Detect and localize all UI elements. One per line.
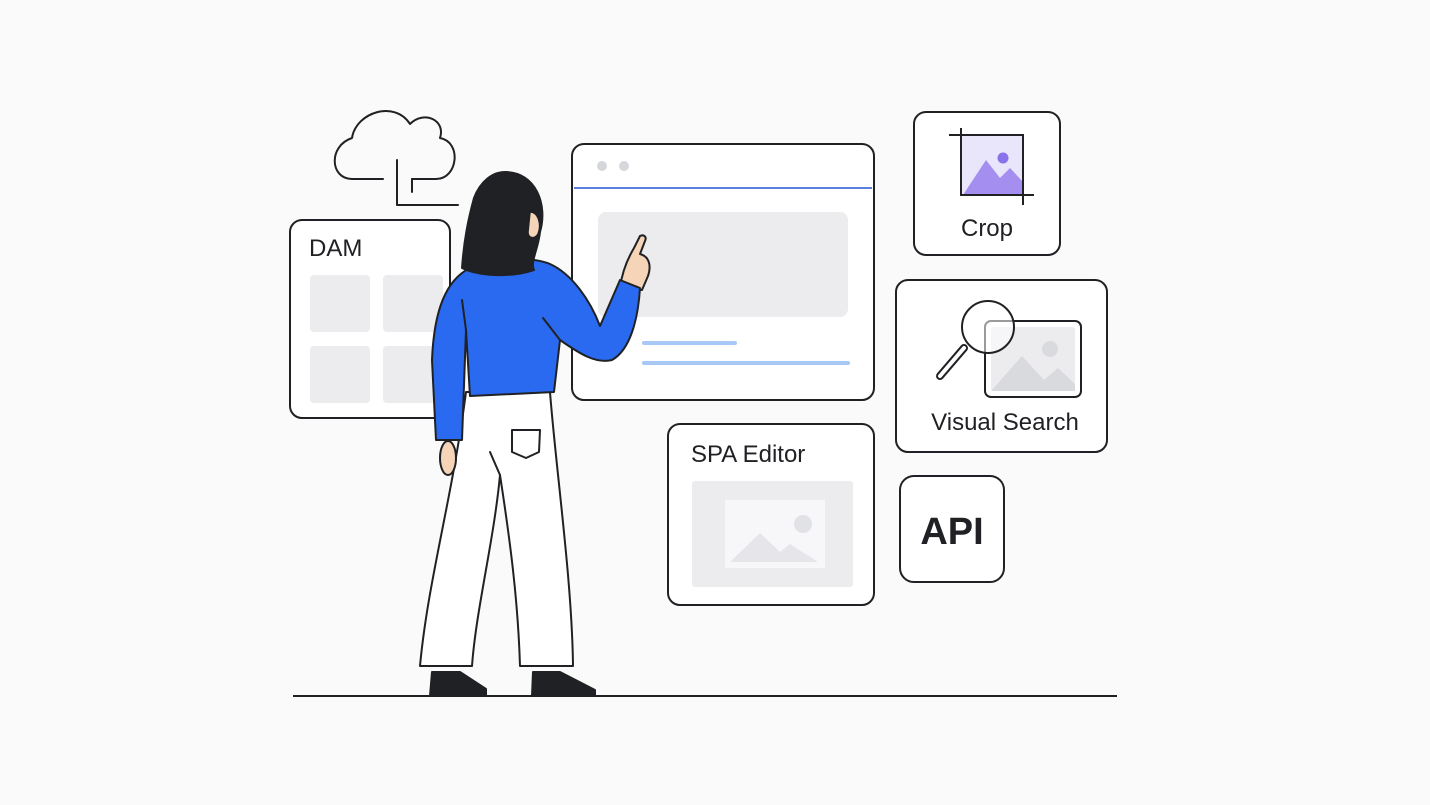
- pointing-hand: [619, 234, 651, 291]
- visual-search-card[interactable]: Visual Search: [895, 279, 1108, 453]
- ear: [527, 211, 541, 239]
- crop-card[interactable]: Crop: [913, 111, 1061, 256]
- sweater: [431, 258, 641, 441]
- visual-search-card-label: Visual Search: [931, 409, 1079, 436]
- person-figure: [419, 171, 651, 697]
- crop-icon: [949, 128, 1034, 205]
- magnifier-icon: [936, 300, 1015, 380]
- pocket: [511, 429, 541, 459]
- cloud-upload-icon: [333, 110, 459, 206]
- dam-thumbnail: [383, 346, 443, 403]
- spa-editor-card-label: SPA Editor: [691, 441, 805, 468]
- shoe: [531, 671, 596, 697]
- hand: [439, 440, 457, 476]
- dam-card-label: DAM: [309, 235, 362, 262]
- hair: [461, 171, 544, 277]
- dam-thumbnail: [310, 346, 370, 403]
- window-content-block: [598, 212, 848, 317]
- image-placeholder-icon: [725, 500, 825, 568]
- window-dot: [619, 161, 629, 171]
- dam-thumbnail: [383, 275, 443, 332]
- dam-thumbnail: [310, 275, 370, 332]
- shoe: [429, 671, 487, 697]
- spa-editor-card[interactable]: SPA Editor: [667, 423, 875, 606]
- crop-card-label: Crop: [961, 215, 1013, 242]
- window-dot: [597, 161, 607, 171]
- dam-card[interactable]: DAM: [289, 219, 451, 419]
- browser-window[interactable]: [571, 143, 875, 401]
- api-card[interactable]: API: [899, 475, 1005, 583]
- api-card-label: API: [920, 511, 983, 553]
